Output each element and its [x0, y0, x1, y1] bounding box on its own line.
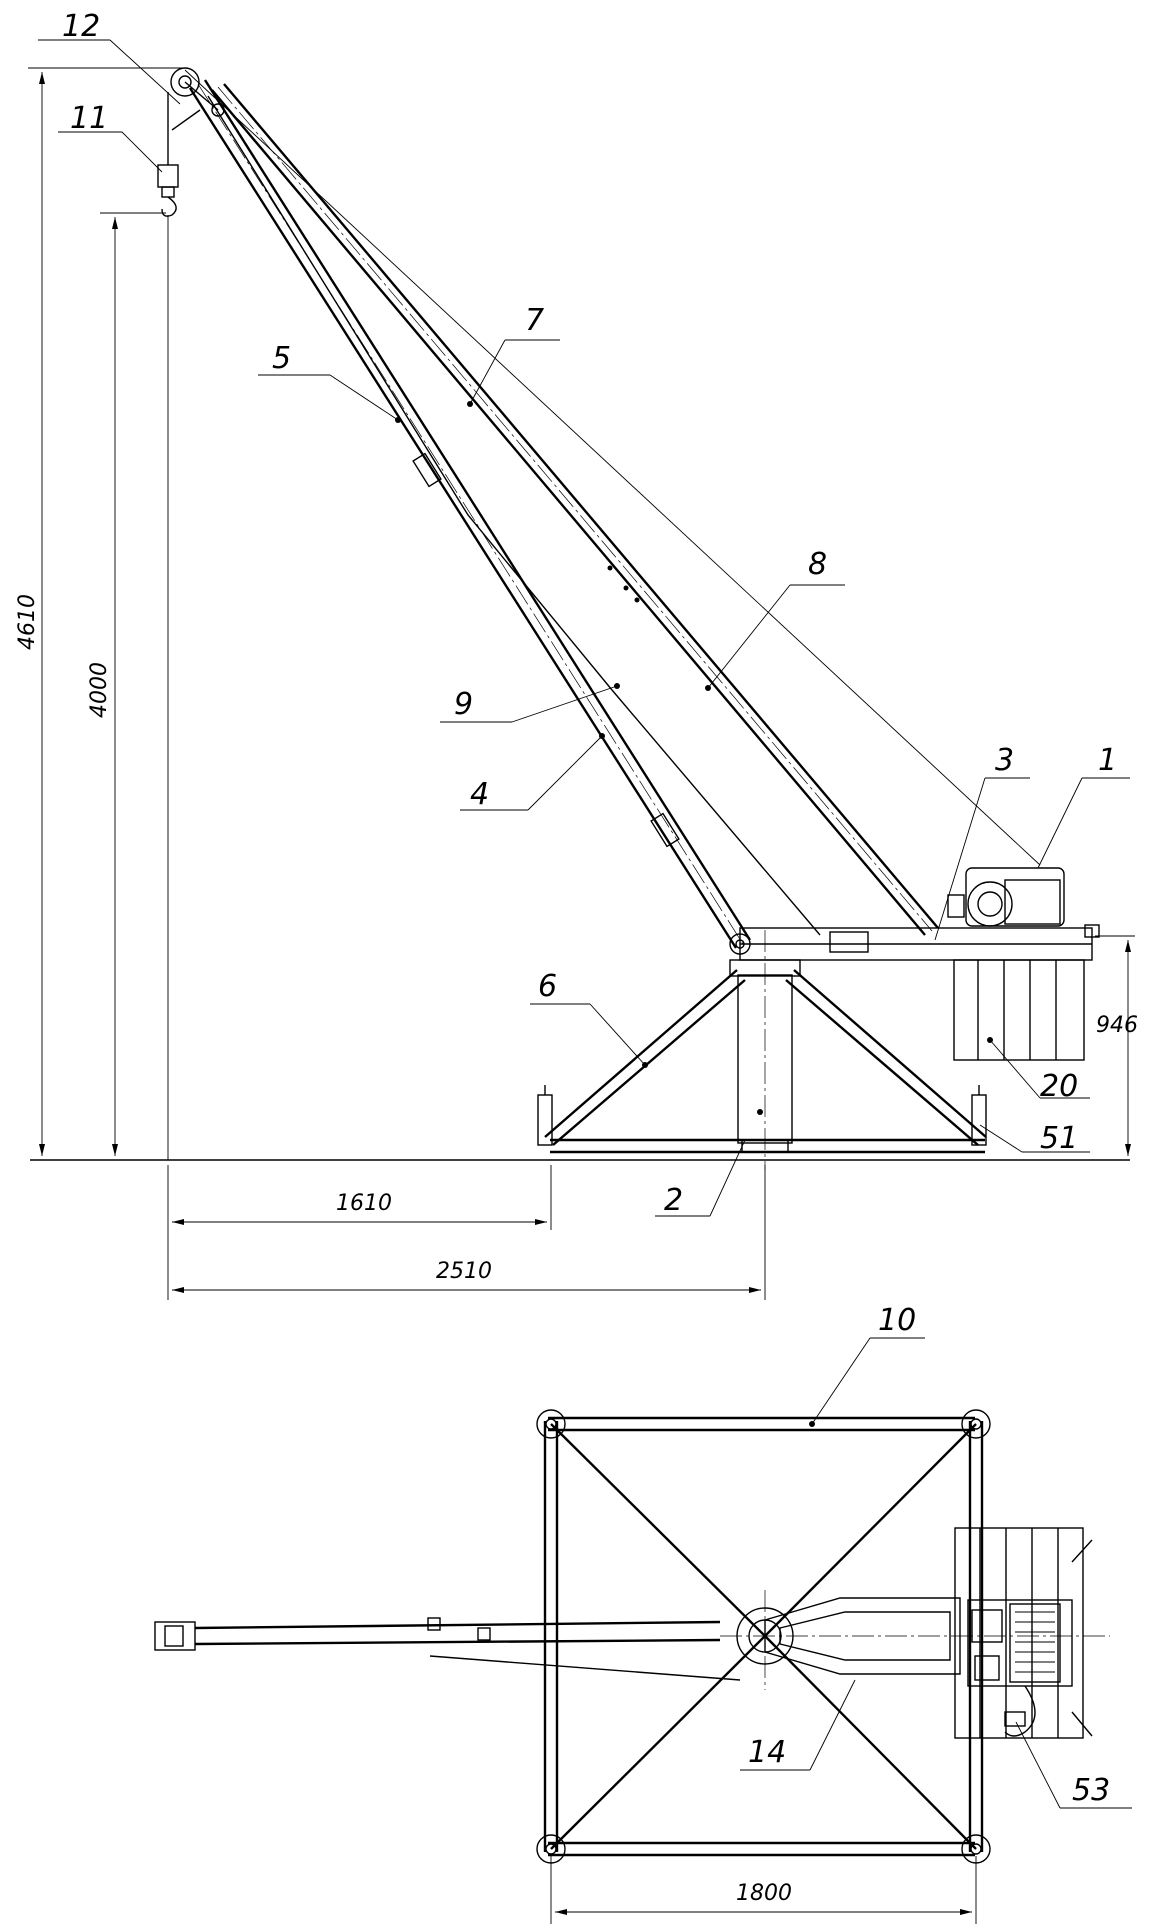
callout-6-label: 6 — [538, 969, 557, 1004]
dimension-1610: 1610 — [167, 1165, 552, 1300]
callout-5: 5 — [258, 341, 401, 423]
support-base — [537, 969, 987, 1154]
callout-11: 11 — [58, 101, 163, 173]
callout-3-label: 3 — [995, 743, 1014, 778]
callout-6: 6 — [530, 969, 646, 1066]
dimension-2510: 2510 — [172, 1165, 766, 1300]
dim-2510-label: 2510 — [436, 1259, 492, 1284]
callout-9: 9 — [440, 683, 620, 723]
dimension-946: 946 — [1095, 935, 1138, 1156]
callout-8: 8 — [705, 547, 845, 691]
callout-3: 3 — [934, 743, 1030, 941]
callout-9-label: 9 — [454, 687, 473, 722]
callout-1-label: 1 — [1098, 743, 1117, 778]
callout-20: 20 — [989, 1039, 1090, 1104]
brace-rope — [207, 95, 821, 936]
callout-51-label: 51 — [1040, 1121, 1078, 1156]
callout-53: 53 — [1015, 1721, 1132, 1809]
hook — [157, 92, 179, 1160]
callout-53-label: 53 — [1072, 1773, 1110, 1808]
callout-10: 10 — [811, 1303, 925, 1425]
dim-4610-label: 4610 — [15, 594, 40, 650]
callout-4: 4 — [460, 733, 605, 812]
callout-11-label: 11 — [70, 101, 108, 136]
callout-12: 12 — [38, 9, 181, 105]
dimension-4000: 4000 — [87, 212, 166, 1156]
callout-8-label: 8 — [808, 547, 827, 582]
boom-top — [154, 1617, 741, 1681]
boom — [188, 79, 752, 949]
platform — [729, 924, 1100, 961]
dim-946-label: 946 — [1096, 1013, 1138, 1038]
slewing-center-top — [720, 1590, 1110, 1690]
dim-4000-label: 4000 — [87, 662, 112, 718]
winch — [947, 867, 1065, 927]
hoist-rope — [184, 69, 1041, 866]
callout-12-label: 12 — [62, 9, 100, 44]
turret-top — [764, 1527, 1093, 1739]
callout-14-label: 14 — [748, 1735, 786, 1770]
dimension-1800: 1800 — [550, 1856, 977, 1924]
callout-2-label: 2 — [664, 1183, 683, 1218]
top-view: 1800 10 14 53 — [154, 1303, 1132, 1924]
callout-2: 2 — [655, 1139, 746, 1218]
base-frame-top — [536, 1409, 991, 1864]
callout-10-label: 10 — [878, 1303, 916, 1338]
upper-strut — [211, 83, 939, 936]
callout-1: 1 — [1037, 743, 1130, 869]
dimension-4610: 4610 — [15, 67, 185, 1156]
callout-4-label: 4 — [470, 777, 489, 812]
column — [729, 930, 801, 1170]
callout-20-label: 20 — [1040, 1069, 1078, 1104]
callout-5-label: 5 — [272, 341, 291, 376]
counterweight — [953, 959, 1085, 1061]
dim-1800-label: 1800 — [736, 1881, 792, 1906]
dim-1610-label: 1610 — [336, 1191, 392, 1216]
callout-7: 7 — [467, 303, 560, 407]
callout-7-label: 7 — [525, 303, 544, 338]
side-view: 4610 4000 946 1610 2510 12 — [15, 9, 1138, 1300]
callout-14: 14 — [740, 1679, 856, 1771]
callout-51: 51 — [979, 1121, 1090, 1156]
